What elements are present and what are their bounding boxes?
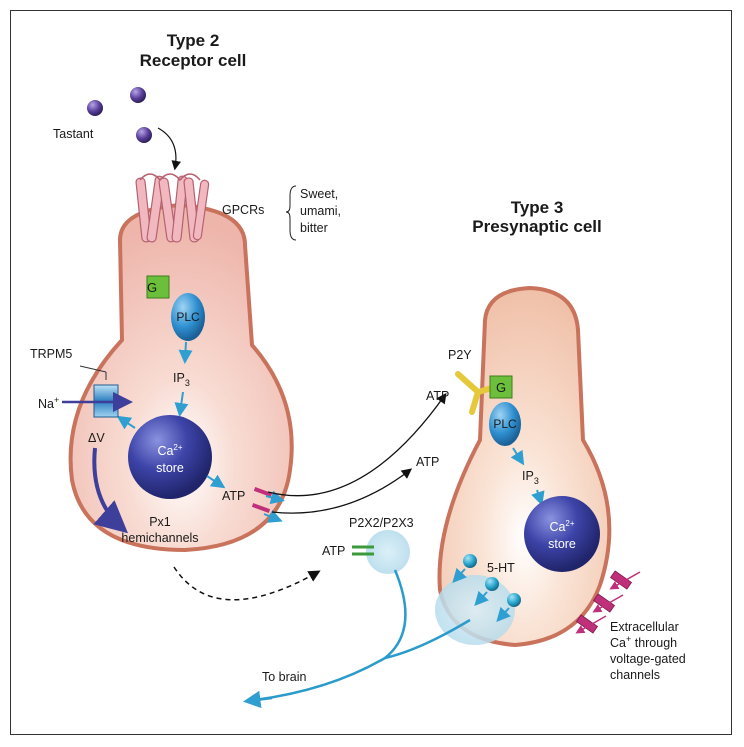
gpcrs-label: GPCRs xyxy=(222,203,264,217)
g-label: G xyxy=(147,280,157,295)
px1-label-line1: Px1 xyxy=(149,515,171,529)
afferent-fiber xyxy=(254,569,407,702)
receptor-title-line1: Type 2 xyxy=(167,31,220,50)
receptor-title-line2: Receptor cell xyxy=(140,51,247,70)
p2x-label: P2X2/P2X3 xyxy=(349,516,414,530)
p2x-receptor-icon xyxy=(352,545,374,556)
plc-label: PLC xyxy=(176,310,200,324)
g-protein-icon xyxy=(146,275,170,299)
extracellular-line2: Ca+ through xyxy=(610,634,677,650)
atp-label-receptor: ATP xyxy=(222,489,245,503)
delta-v-arrow xyxy=(92,447,129,534)
tastant-molecule xyxy=(87,100,103,116)
plc-icon-2 xyxy=(489,402,521,446)
atp-label-low: ATP xyxy=(322,544,345,558)
to-brain-arrow xyxy=(243,690,273,709)
atp-arrow-mid xyxy=(271,468,413,514)
5ht-vesicle xyxy=(507,593,521,607)
ip3-to-store-arrow xyxy=(174,391,189,417)
plc-label-2: PLC xyxy=(493,417,517,431)
store-to-px1-arrow xyxy=(206,474,226,489)
figure-frame xyxy=(10,10,732,735)
extracellular-line4: channels xyxy=(610,668,660,682)
afferent-fiber-branch xyxy=(384,618,471,660)
atp-label-top: ATP xyxy=(426,389,449,403)
p2x-afferent-terminal xyxy=(366,530,410,574)
extracellular-line3: voltage-gated xyxy=(610,652,686,666)
g-label-2: G xyxy=(496,380,506,395)
synapse-glow xyxy=(435,575,515,645)
plc-icon xyxy=(171,293,205,341)
ca-store-2-label-store: store xyxy=(548,537,576,551)
5ht-vesicle xyxy=(463,554,477,568)
trpm5-leader xyxy=(79,365,107,373)
na-label: Na+ xyxy=(38,395,59,411)
atp-dashed-arrow xyxy=(173,566,321,601)
extracellular-line1: Extracellular xyxy=(610,620,679,634)
px1-label-line2: hemichannels xyxy=(121,531,198,545)
plc-to-ip3-arrow xyxy=(178,341,193,364)
delta-v-label: ΔV xyxy=(88,431,105,445)
ip3-label: IP3 xyxy=(173,371,190,388)
px1-hemichannel-icon xyxy=(251,487,273,513)
p2y-label: P2Y xyxy=(448,348,472,362)
gpcr-receptors xyxy=(135,173,210,243)
to-brain-label: To brain xyxy=(262,670,307,684)
ca-store-icon xyxy=(128,415,212,499)
ip3-label-2: IP3 xyxy=(522,469,539,486)
trpm5-label: TRPM5 xyxy=(30,347,72,361)
presynaptic-title-line2: Presynaptic cell xyxy=(472,217,601,236)
store-to-trpm5-arrow xyxy=(116,415,136,430)
g-protein-icon-2 xyxy=(489,375,513,399)
tastant-label: Tastant xyxy=(53,127,94,141)
atp-arrow-to-p2y xyxy=(267,392,447,497)
tastant-molecule xyxy=(136,127,152,143)
taste-umami: umami, xyxy=(300,204,341,218)
5ht-label: 5-HT xyxy=(487,561,515,575)
tastant-molecule xyxy=(130,87,146,103)
taste-brace xyxy=(285,185,297,241)
tastant-arrow xyxy=(157,127,181,171)
ca-store-2-label-ca: Ca2+ xyxy=(549,519,574,534)
ca-store-label-ca: Ca2+ xyxy=(157,443,182,458)
presynaptic-title-line1: Type 3 xyxy=(511,198,564,217)
atp-label-mid: ATP xyxy=(416,455,439,469)
5ht-vesicle xyxy=(485,577,499,591)
taste-bitter: bitter xyxy=(300,221,328,235)
ca-store-icon-2 xyxy=(524,496,600,572)
ca-store-label-store: store xyxy=(156,461,184,475)
taste-sweet: Sweet, xyxy=(300,187,338,201)
